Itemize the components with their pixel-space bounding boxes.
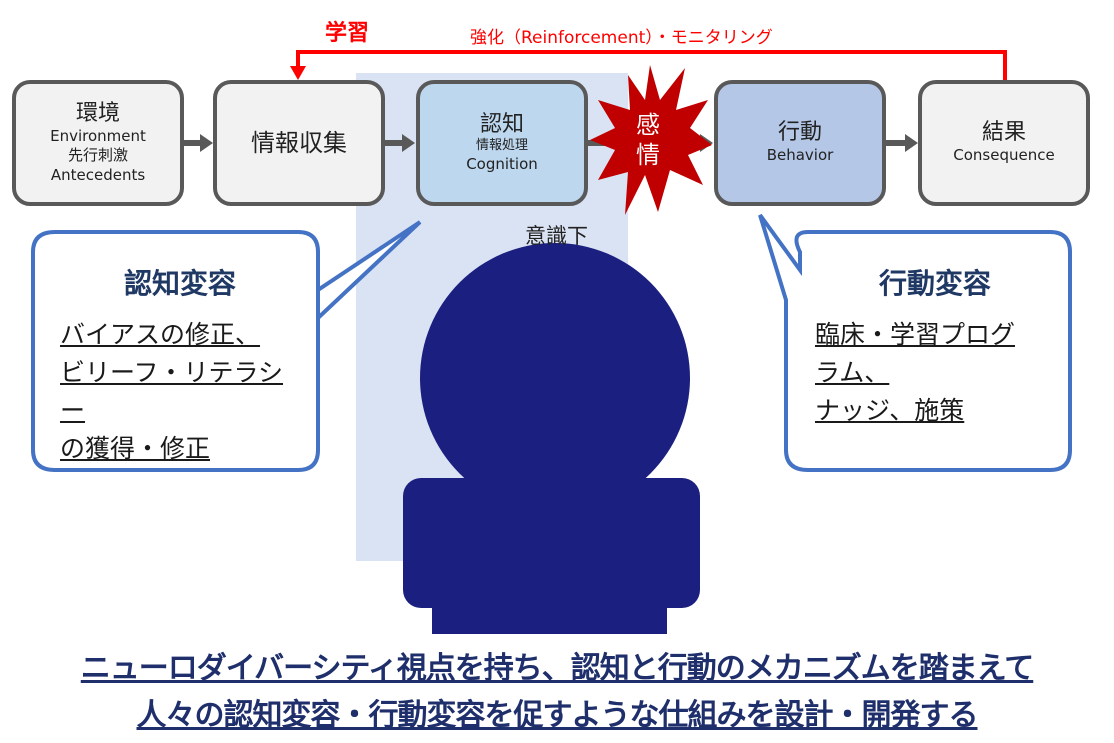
info-box: 情報収集	[213, 80, 385, 206]
cognition-box: 認知 情報処理 Cognition	[416, 80, 588, 206]
right-line: ラム、	[815, 358, 890, 387]
loop-title: 学習	[325, 21, 370, 46]
left-line: バイアスの修正、	[60, 320, 261, 349]
info-title: 情報収集	[251, 128, 347, 157]
consequence-title: 結果	[981, 120, 1026, 146]
emotion-line2: 情	[636, 141, 660, 169]
loop-label: 強化（Reinforcement）・モニタリング	[470, 28, 773, 48]
left-callout-title: 認知変容	[123, 267, 236, 300]
cognition-title: 認知	[479, 111, 524, 137]
right-callout-title: 行動変容	[878, 267, 991, 300]
right-callout-body: 臨床・学習プログ ラム、 ナッジ、施策	[815, 316, 1055, 430]
right-callout-bubble	[758, 213, 1072, 472]
right-line: 臨床・学習プログ	[815, 320, 1016, 349]
behavior-title: 行動	[777, 120, 822, 146]
consequence-en: Consequence	[953, 146, 1055, 165]
cognition-sub: 情報処理	[475, 138, 528, 153]
environment-en2: Antecedents	[50, 165, 146, 184]
environment-en: Environment	[50, 126, 146, 145]
emotion-starburst	[590, 65, 712, 215]
subconscious-label: 意識下	[525, 224, 588, 248]
behavior-box: 行動 Behavior	[714, 80, 886, 206]
emotion-line1: 感	[636, 111, 660, 139]
right-line: ナッジ、施策	[815, 396, 965, 425]
loop-arrow	[296, 50, 1007, 80]
left-callout-bubble	[31, 220, 422, 472]
left-callout: 認知変容 バイアスの修正、 ビリーフ・リテラシー の獲得・修正	[60, 262, 300, 468]
left-line: ビリーフ・リテラシー	[60, 358, 284, 425]
consequence-box: 結果 Consequence	[918, 80, 1090, 206]
left-callout-body: バイアスの修正、 ビリーフ・リテラシー の獲得・修正	[60, 316, 300, 468]
bottom-message-line1: ニューロダイバーシティ視点を持ち、認知と行動のメカニズムを踏まえて	[80, 651, 1035, 686]
right-callout: 行動変容 臨床・学習プログ ラム、 ナッジ、施策	[815, 262, 1055, 430]
emotion-label: 感 情	[636, 110, 660, 170]
left-line: の獲得・修正	[60, 434, 211, 463]
behavior-en: Behavior	[766, 146, 834, 165]
environment-sub: 先行刺激	[67, 146, 128, 165]
bottom-message-line2: 人々の認知変容・行動変容を促すような仕組みを設計・開発する	[136, 698, 979, 733]
loop-arrowhead	[290, 66, 306, 80]
environment-title: 環境	[75, 100, 120, 126]
cognition-en: Cognition	[466, 154, 538, 173]
environment-box: 環境 Environment 先行刺激 Antecedents	[12, 80, 184, 206]
person-silhouette	[403, 243, 700, 634]
